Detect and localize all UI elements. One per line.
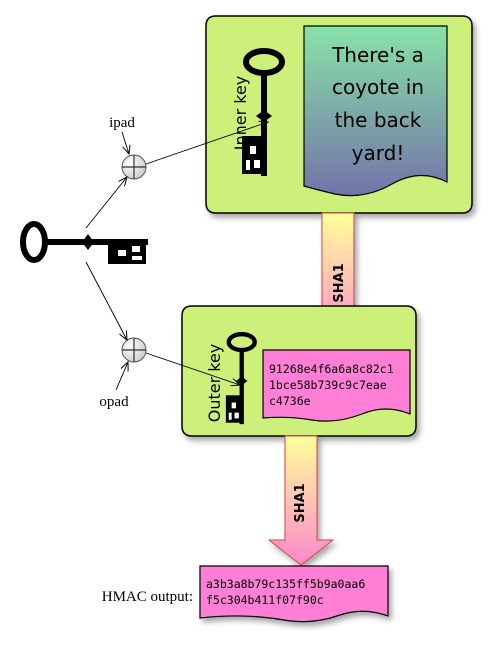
sha1-label-top: SHA1	[332, 263, 347, 302]
key-to-outer-xor-arrow	[85, 261, 127, 340]
outer-key-label: Outer key	[205, 344, 224, 423]
inner-hash-line-3: c4736e	[269, 394, 311, 408]
inner-xor-to-key-arrow	[145, 122, 268, 165]
message-line-3: the back	[335, 108, 422, 132]
xor-icon	[121, 154, 147, 180]
inner-hash-line-1: 91268e4f6a6a8c82c1	[269, 362, 394, 376]
hmac-output-note	[199, 565, 389, 623]
key-to-inner-xor-arrow	[85, 177, 127, 229]
xor-icon	[121, 337, 147, 363]
sha1-label-bottom: SHA1	[293, 483, 308, 522]
opad-label: opad	[99, 394, 129, 410]
outer-xor-to-key-arrow	[145, 352, 240, 385]
sha1-arrow-bottom	[267, 435, 335, 566]
inner-key-label: Inner key	[231, 76, 250, 151]
inner-hash-line-2: 1bce58b739c9c7eae	[269, 378, 387, 392]
hmac-output-line-2: f5c304b411f07f90c	[206, 593, 324, 607]
opad-to-xor-arrow	[115, 362, 128, 391]
hmac-output-label: HMAC output:	[102, 589, 193, 605]
key-icon	[23, 224, 148, 264]
inner-hash-note	[262, 349, 411, 422]
ipad-label: ipad	[109, 115, 135, 131]
message-line-1: There's a	[331, 43, 424, 67]
connectors	[85, 122, 268, 391]
message-note	[303, 25, 448, 197]
message-line-4: yard!	[352, 141, 405, 165]
hmac-output-line-1: a3b3a8b79c135ff5b9a0aa6	[206, 577, 365, 591]
message-line-2: coyote in	[332, 75, 424, 99]
ipad-to-xor-arrow	[121, 131, 129, 154]
